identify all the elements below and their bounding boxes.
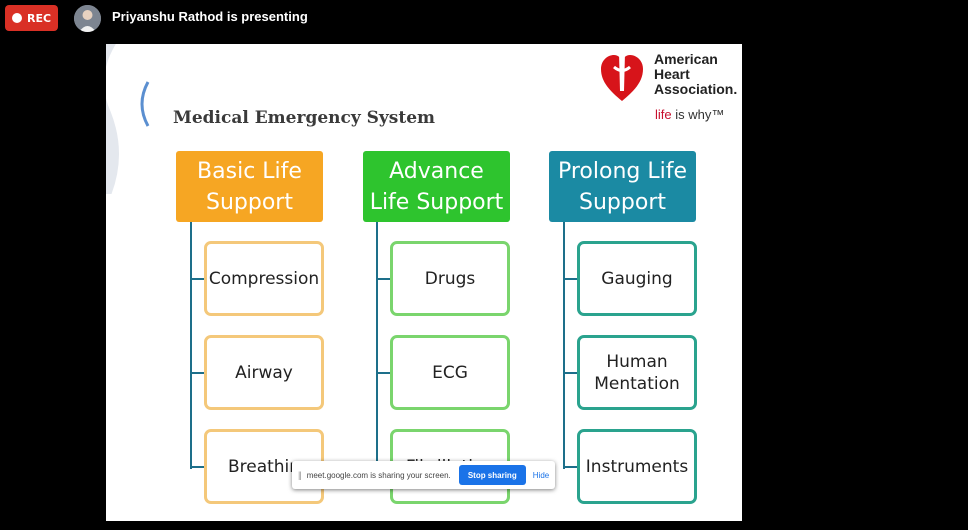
- share-message: meet.google.com is sharing your screen.: [306, 470, 451, 480]
- gauging-box: Gauging: [577, 241, 697, 316]
- connector-line: [563, 466, 577, 468]
- human-mentation-box: Human Mentation: [577, 335, 697, 410]
- screen-share-bar: || meet.google.com is sharing your scree…: [292, 461, 555, 489]
- heading-line: Support: [206, 189, 293, 215]
- heading-line: Advance: [389, 158, 484, 184]
- connector-line: [563, 372, 577, 374]
- record-dot-icon: [11, 13, 22, 23]
- heading-line: Basic Life: [197, 158, 302, 184]
- slide-decoration-icon: [106, 44, 150, 194]
- tagline-life: life: [655, 107, 672, 122]
- connector-line: [376, 278, 390, 280]
- presenter-text: Priyanshu Rathod is presenting: [112, 9, 308, 24]
- connector-line: [376, 372, 390, 374]
- connector-line: [376, 222, 378, 469]
- tagline-rest: is why™: [671, 107, 725, 122]
- presentation-slide: Medical Emergency System American Heart …: [106, 44, 742, 521]
- drag-handle-icon[interactable]: ||: [298, 470, 302, 480]
- heading-line: Support: [579, 189, 666, 215]
- meeting-top-bar: REC Priyanshu Rathod is presenting: [0, 0, 968, 36]
- organization-name: American Heart Association.: [654, 52, 737, 97]
- hide-button[interactable]: Hide: [532, 470, 550, 480]
- heading-line: Life Support: [369, 189, 504, 215]
- compression-box: Compression: [204, 241, 324, 316]
- drugs-box: Drugs: [390, 241, 510, 316]
- org-name-line-3: Association.: [654, 81, 738, 97]
- org-name-line-2: Heart: [654, 66, 690, 82]
- airway-box: Airway: [204, 335, 324, 410]
- connector-line: [190, 222, 192, 469]
- connector-line: [563, 278, 577, 280]
- connector-line: [190, 466, 204, 468]
- heading-line: Prolong Life: [557, 158, 688, 184]
- slide-title: Medical Emergency System: [173, 108, 436, 128]
- recording-badge: REC: [5, 5, 58, 31]
- stop-sharing-button[interactable]: Stop sharing: [458, 465, 526, 485]
- instruments-box: Instruments: [577, 429, 697, 504]
- ecg-box: ECG: [390, 335, 510, 410]
- american-heart-association-logo-icon: [601, 47, 643, 101]
- presenter-avatar: [74, 5, 101, 32]
- connector-line: [190, 278, 204, 280]
- rec-label: REC: [26, 11, 52, 25]
- person-avatar-icon: [74, 5, 101, 32]
- connector-line: [563, 222, 565, 469]
- org-name-line-1: American: [654, 51, 718, 67]
- connector-line: [190, 372, 204, 374]
- tagline: life is why™: [655, 107, 724, 122]
